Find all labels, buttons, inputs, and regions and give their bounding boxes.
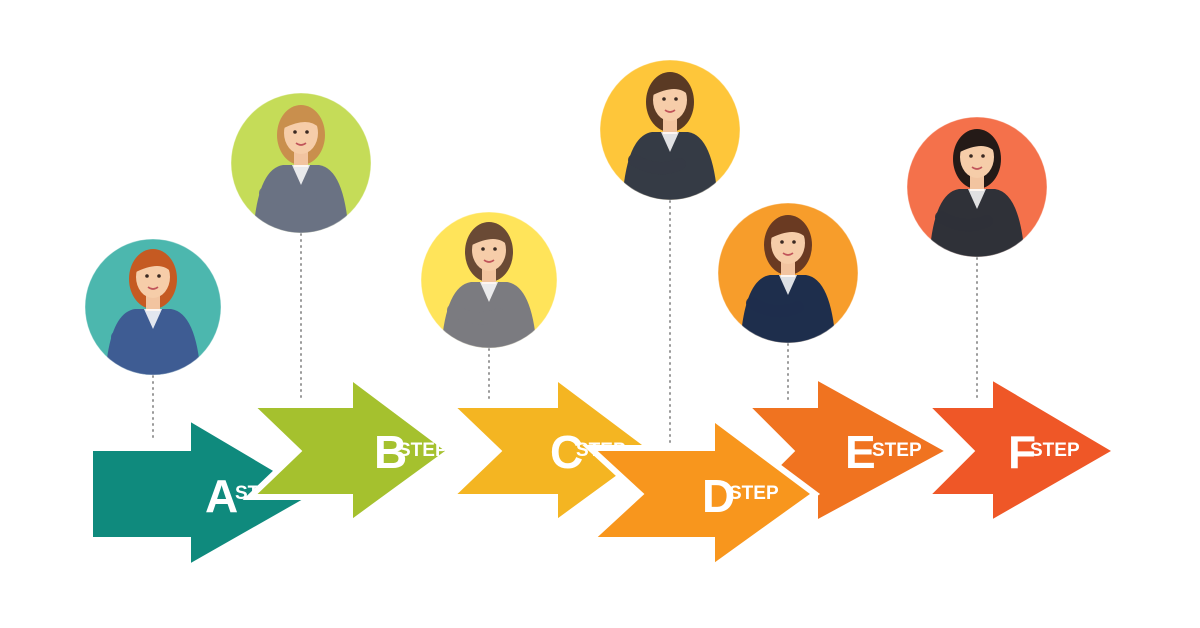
woman-with-notebook-avatar bbox=[85, 239, 221, 379]
step-word: STEP bbox=[872, 440, 922, 461]
woman-with-tablet-avatar bbox=[421, 212, 557, 352]
step-word: STEP bbox=[729, 483, 779, 504]
woman-arms-crossed-avatar bbox=[907, 117, 1047, 261]
step-arrows: ASTEPBSTEPCSTEPESTEPFSTEPDSTEP bbox=[90, 376, 1117, 568]
step-word: STEP bbox=[1030, 440, 1080, 461]
businessman-avatar bbox=[600, 60, 740, 204]
step-letter: A bbox=[205, 470, 238, 522]
avatars bbox=[85, 60, 1047, 379]
step-word: STEP bbox=[398, 440, 448, 461]
woman-with-glasses-avatar bbox=[231, 93, 371, 237]
businesswoman-blazer-avatar bbox=[718, 203, 858, 347]
